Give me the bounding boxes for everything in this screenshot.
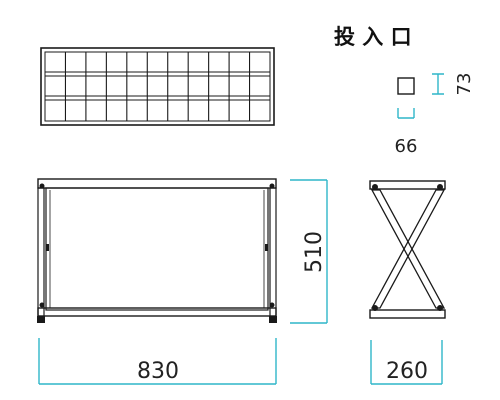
top-view	[40, 47, 275, 126]
side-top-bar	[369, 180, 446, 190]
side-bolt-top-right	[437, 184, 443, 190]
opening-detail: 73 66	[395, 73, 475, 157]
front-panel	[45, 187, 269, 311]
opening-width-bracket	[397, 108, 415, 119]
opening-height-bracket	[432, 73, 444, 95]
front-hinge-left	[46, 244, 49, 251]
side-bolt-bottom-left	[372, 305, 378, 311]
front-height-dimension: 510	[290, 179, 328, 324]
front-hinge-right	[265, 244, 268, 251]
front-width-dimension: 830	[38, 338, 277, 385]
front-left-post	[37, 187, 45, 321]
front-left-foot	[37, 316, 45, 323]
front-right-foot	[269, 316, 277, 323]
side-bolt-top-left	[372, 184, 378, 190]
side-bolt-bottom-right	[437, 305, 443, 311]
front-bottom-bar	[37, 307, 277, 317]
side-leg-a	[370, 189, 446, 309]
front-height-label: 510	[302, 231, 327, 273]
front-bolt-bottom-right	[269, 302, 275, 308]
side-leg-b	[370, 189, 446, 309]
top-view-grid	[45, 52, 270, 121]
opening-width-label: 66	[395, 136, 418, 157]
opening-height-label: 73	[454, 73, 475, 96]
front-right-post	[269, 187, 277, 321]
side-depth-label: 260	[386, 359, 428, 384]
top-view-inner-frame	[44, 51, 271, 122]
side-view	[369, 180, 446, 319]
opening-title: 投 入 口	[334, 25, 412, 49]
front-top-bar	[37, 178, 277, 189]
side-bottom-bar	[369, 309, 446, 319]
front-bolt-top-left	[39, 183, 45, 189]
front-width-label: 830	[137, 359, 179, 384]
side-depth-dimension: 260	[370, 340, 443, 385]
front-view	[37, 178, 277, 323]
front-bolt-bottom-left	[39, 302, 45, 308]
front-bolt-top-right	[269, 183, 275, 189]
top-view-outer-frame	[40, 47, 275, 126]
opening-square-icon	[397, 77, 415, 95]
